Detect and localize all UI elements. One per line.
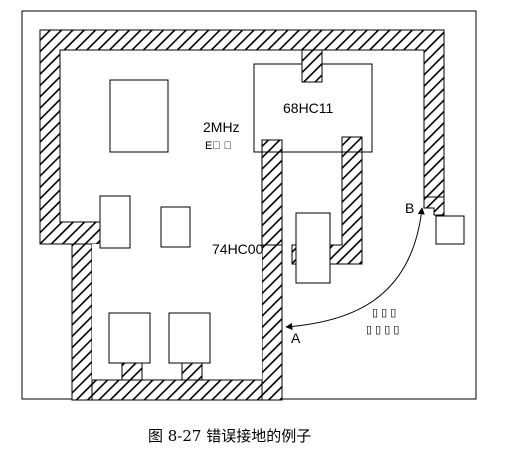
chip-middle [160,206,191,248]
current-path-arrow [285,207,425,330]
ground-trace-mid-column [261,139,283,246]
clock-label: 2MHz [203,119,240,135]
clock-glyph: E⃞ ⃞ [205,140,232,152]
point-a-label: A [291,330,301,346]
component-b [435,215,465,245]
chip-left-edge [99,195,131,249]
chip-bottom-right [168,312,211,364]
gate-label: 74HC00 [212,241,264,257]
large-chip [109,79,169,153]
glyph-row-1: ▯ ▯ ▯ [372,307,396,319]
gate-chip [295,212,331,284]
figure-caption: 图 8-27 错误接地的例子 [148,427,311,445]
chip-bottom-left [108,312,151,364]
mcu-label: 68HC11 [283,100,334,116]
point-b-label: B [405,200,414,216]
glyph-row-2: ▯ ▯ ▯ ▯ [366,324,399,336]
